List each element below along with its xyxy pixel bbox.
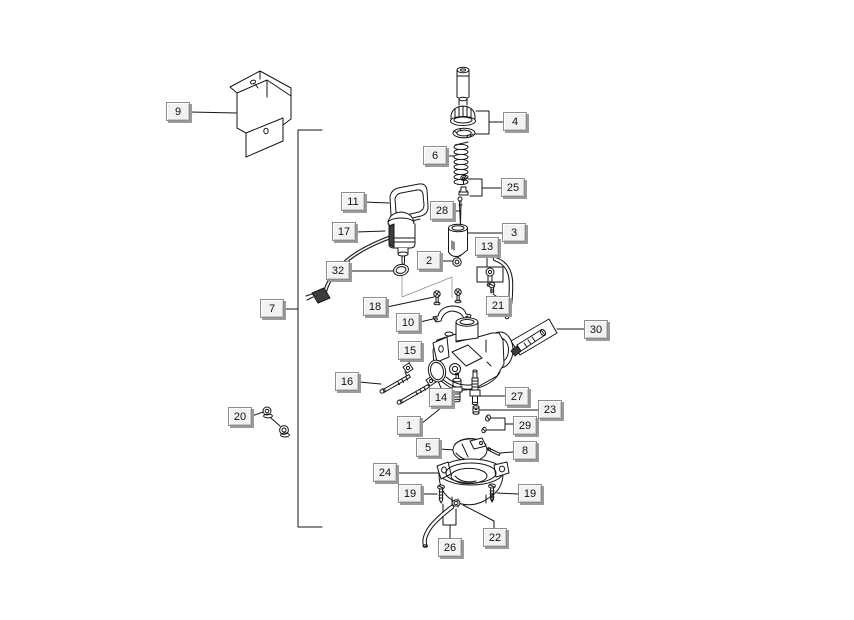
part-24-bowl <box>436 458 510 508</box>
callout-7[interactable]: 7 <box>260 299 284 318</box>
callout-14[interactable]: 14 <box>429 388 453 407</box>
part-28-needle <box>457 196 463 227</box>
part-26-tube <box>422 504 455 548</box>
callout-13[interactable]: 13 <box>475 237 499 256</box>
callout-22[interactable]: 22 <box>483 528 507 547</box>
callout-9[interactable]: 9 <box>166 102 190 121</box>
callout-32[interactable]: 32 <box>326 261 350 280</box>
part-5-float <box>452 437 488 462</box>
callout-5[interactable]: 5 <box>416 438 440 457</box>
part-19-screw-right <box>488 483 496 503</box>
callout-6[interactable]: 6 <box>423 146 447 165</box>
callout-18[interactable]: 18 <box>363 297 387 316</box>
callout-24[interactable]: 24 <box>373 463 397 482</box>
part-4-cap <box>450 96 476 126</box>
part-30-starter-jet <box>510 318 558 357</box>
part-1-needle-jet <box>451 372 463 403</box>
part-27-jet-holder <box>469 369 481 406</box>
callout-19-left[interactable]: 19 <box>398 484 422 503</box>
callout-15[interactable]: 15 <box>398 341 422 360</box>
callout-20[interactable]: 20 <box>228 407 252 426</box>
part-9-bracket <box>229 70 292 158</box>
leader-lines <box>189 110 585 539</box>
part-16-screws <box>379 374 430 405</box>
callout-19-right[interactable]: 19 <box>518 484 542 503</box>
callout-26[interactable]: 26 <box>438 538 462 557</box>
callout-4[interactable]: 4 <box>503 112 527 131</box>
callout-8[interactable]: 8 <box>513 441 537 460</box>
callout-2[interactable]: 2 <box>417 251 441 270</box>
part-25-needle-seat <box>458 174 469 196</box>
part-3-throttle-valve <box>448 223 468 257</box>
callout-29[interactable]: 29 <box>513 416 537 435</box>
callout-25[interactable]: 25 <box>501 178 525 197</box>
part-20-bolt <box>262 406 290 438</box>
part-cable-adjuster <box>456 66 470 100</box>
part-14-oring <box>427 359 447 383</box>
part-29-fittings <box>481 414 491 434</box>
part-18-screws <box>433 288 462 306</box>
part-32-oring <box>393 263 409 277</box>
callout-30[interactable]: 30 <box>584 320 608 339</box>
callout-3[interactable]: 3 <box>502 223 526 242</box>
callout-21[interactable]: 21 <box>486 296 510 315</box>
part-2-clip <box>452 254 462 267</box>
callout-27[interactable]: 27 <box>505 387 529 406</box>
callout-16[interactable]: 16 <box>335 372 359 391</box>
callout-28[interactable]: 28 <box>430 201 454 220</box>
part-17-choke <box>305 211 416 304</box>
part-8-pin <box>486 447 501 457</box>
part-23-jet <box>472 405 480 415</box>
callout-11[interactable]: 11 <box>341 192 365 211</box>
part-21-screw <box>488 281 496 294</box>
part-19-screw-left <box>437 484 445 504</box>
callout-1[interactable]: 1 <box>397 416 421 435</box>
callout-10[interactable]: 10 <box>396 313 420 332</box>
part-15-clips <box>402 362 437 387</box>
callout-17[interactable]: 17 <box>332 222 356 241</box>
callout-23[interactable]: 23 <box>538 400 562 419</box>
part-4-gasket <box>452 127 476 139</box>
